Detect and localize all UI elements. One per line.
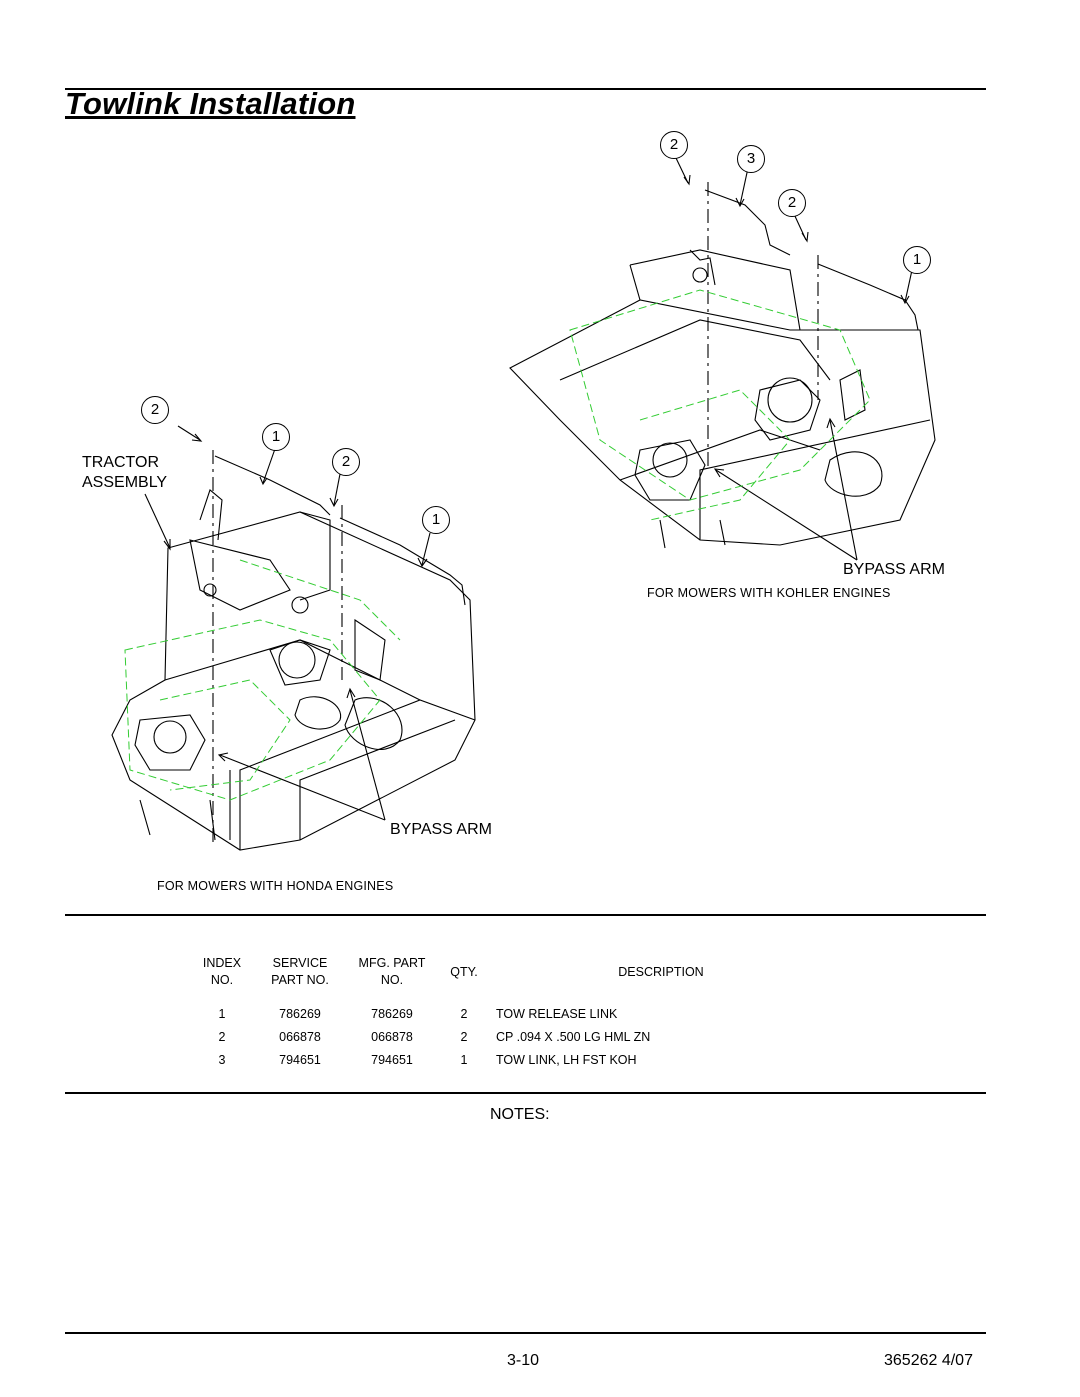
cell-service: 794651 [279, 1052, 321, 1067]
tractor-label-line2: ASSEMBLY [82, 474, 168, 491]
cell-index: 1 [218, 1006, 226, 1021]
footer-rule [65, 1332, 986, 1334]
honda-frame-drawing [111, 425, 476, 851]
cell-service: 786269 [279, 1006, 321, 1021]
cell-mfg: 786269 [371, 1006, 413, 1021]
callout-3-kohler: 3 [737, 145, 765, 173]
header-description: DESCRIPTION [618, 964, 704, 979]
bypass-arm-label-honda: BYPASS ARM [390, 821, 492, 838]
table-row: 1 786269 786269 2 TOW RELEASE LINK [190, 1003, 832, 1026]
header-service-line2: PART NO. [271, 973, 329, 987]
cell-description: TOW RELEASE LINK [496, 1006, 618, 1021]
callout-1-honda-upper: 1 [262, 423, 290, 451]
header-service: SERVICE PART NO. [254, 955, 346, 1003]
header-mfg-line2: NO. [380, 973, 404, 987]
callout-2-honda-lower: 2 [332, 448, 360, 476]
callout-2-honda-upper: 2 [141, 396, 169, 424]
header-index-line1: INDEX [202, 956, 242, 970]
page-title: Towlink Installation [65, 86, 356, 121]
parts-table-header: INDEX NO. SERVICE PART NO. MFG. PART NO.… [190, 955, 832, 1003]
header-qty: QTY. [450, 964, 478, 979]
cell-description: CP .094 X .500 LG HML ZN [496, 1029, 651, 1044]
parts-table: INDEX NO. SERVICE PART NO. MFG. PART NO.… [190, 955, 832, 1072]
table-row: 2 066878 066878 2 CP .094 X .500 LG HML … [190, 1026, 832, 1049]
callout-2-kohler-lower: 2 [778, 189, 806, 217]
table-bottom-rule [65, 1092, 986, 1094]
cell-description: TOW LINK, LH FST KOH [496, 1052, 637, 1067]
cell-index: 2 [218, 1029, 226, 1044]
towlink-exploded-diagram [111, 157, 936, 851]
notes-label: NOTES: [490, 1106, 550, 1123]
header-service-line1: SERVICE [272, 956, 328, 970]
header-mfg: MFG. PART NO. [346, 955, 438, 1003]
table-row: 3 794651 794651 1 TOW LINK, LH FST KOH [190, 1049, 832, 1072]
kohler-caption: FOR MOWERS WITH KOHLER ENGINES [647, 586, 891, 600]
cell-qty: 1 [460, 1052, 468, 1067]
tractor-label-line1: TRACTOR [82, 454, 160, 471]
cell-qty: 2 [460, 1029, 468, 1044]
diagram-bottom-rule [65, 914, 986, 916]
header-index: INDEX NO. [190, 955, 254, 1003]
callout-2-kohler-upper: 2 [660, 131, 688, 159]
kohler-frame-drawing [509, 157, 936, 561]
doc-code: 365262 4/07 [884, 1352, 973, 1369]
cell-qty: 2 [460, 1006, 468, 1021]
callout-1-honda-lower: 1 [422, 506, 450, 534]
cell-index: 3 [218, 1052, 226, 1067]
cell-mfg: 794651 [371, 1052, 413, 1067]
cell-service: 066878 [279, 1029, 321, 1044]
honda-caption: FOR MOWERS WITH HONDA ENGINES [157, 879, 394, 893]
bypass-arm-label-kohler: BYPASS ARM [843, 561, 945, 578]
header-index-line2: NO. [210, 973, 234, 987]
cell-mfg: 066878 [371, 1029, 413, 1044]
header-mfg-line1: MFG. PART [358, 956, 426, 970]
header-rule [65, 88, 986, 90]
tractor-assembly-label: TRACTOR ASSEMBLY [82, 453, 167, 493]
callout-1-kohler: 1 [903, 246, 931, 274]
page-number: 3-10 [507, 1352, 540, 1369]
